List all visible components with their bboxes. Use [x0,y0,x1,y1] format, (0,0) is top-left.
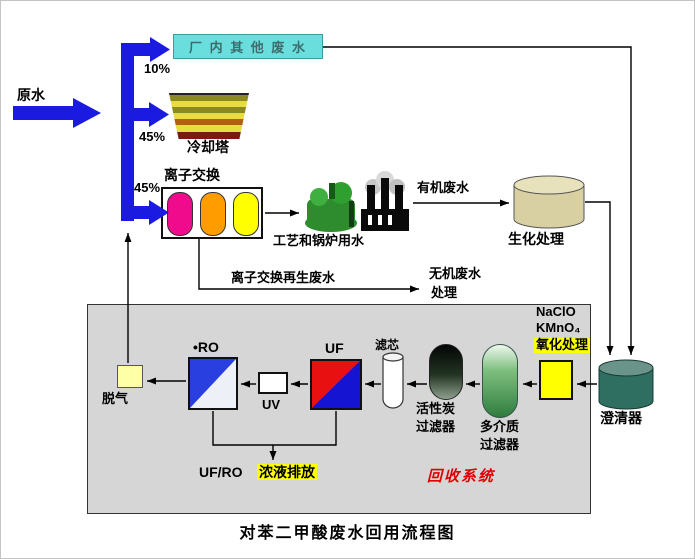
ro-unit-box [188,357,238,410]
clarifier-icon [598,359,654,410]
uf-label: UF [325,340,344,356]
process-boiler-water-label: 工艺和锅炉用水 [273,233,365,248]
uv-unit-box [258,372,288,394]
oxidation-treatment-label: 氧化处理 [534,337,591,353]
diagram-title: 对苯二甲酸废水回用流程图 [239,525,456,542]
pct-45-ion-label: 45% [134,180,161,195]
ion-regen-wastewater-label: 离子交换再生废水 [231,270,336,285]
ro-label: •RO [193,339,219,355]
pct-45-cooling-label: 45% [139,129,166,144]
filter-cartridge-label: 滤芯 [375,338,400,352]
concentrate-discharge-label: 浓液排放 [257,464,317,481]
multimedia-filter-icon [482,344,518,418]
ion-exchange-column-pink [167,192,193,236]
kmno4-label: KMnO₄ [536,320,581,335]
recovery-system-label: 回收系统 [427,468,496,485]
ion-exchange-column-yellow [233,192,259,236]
carbon-filter-label-line1: 活性炭 [416,401,456,416]
inorganic-wastewater-label-line2: 处理 [431,285,458,300]
biochem-treatment-label: 生化处理 [508,231,564,247]
other-wastewater-label: 厂 内 其 他 废 水 [188,40,308,55]
inorganic-wastewater-label-line1: 无机废水 [429,266,482,281]
naclo-label: NaClO [536,304,576,319]
activated-carbon-filter-icon [429,344,463,400]
process-plant-icon [305,182,357,232]
organic-wastewater-label: 有机废水 [417,180,470,195]
ion-exchange-label: 离子交换 [164,167,220,183]
multimedia-filter-label-line2: 过滤器 [480,437,520,452]
uf-unit-box [310,359,362,410]
pct-10-label: 10% [144,61,171,76]
degas-label: 脱气 [102,391,129,406]
degas-unit-box [117,365,143,388]
cooling-tower-icon [169,93,249,139]
other-wastewater-box: 厂 内 其 他 废 水 [173,34,323,59]
oxidation-unit-box [539,360,573,400]
biochem-tank-icon [513,175,585,229]
carbon-filter-label-line2: 过滤器 [416,419,456,434]
ion-exchange-unit [161,187,263,239]
ion-exchange-column-orange [200,192,226,236]
clarifier-label: 澄清器 [600,410,642,426]
concentrate-ufro-label: UF/RO [199,464,243,480]
uv-label: UV [262,397,281,412]
cooling-tower-label: 冷却塔 [187,139,229,155]
boiler-plant-icon [361,171,409,231]
multimedia-filter-label-line1: 多介质 [480,419,520,434]
raw-water-label: 原水 [17,87,45,103]
